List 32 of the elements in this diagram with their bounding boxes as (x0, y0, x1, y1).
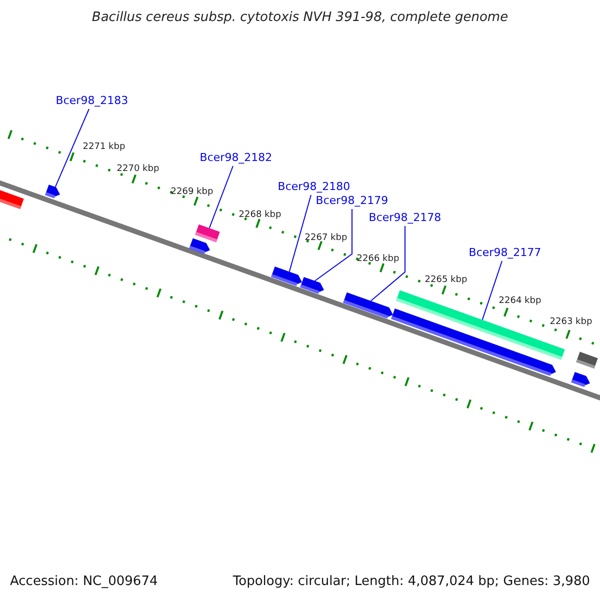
gene-bar (576, 352, 598, 369)
gene-feature (300, 276, 324, 294)
gene-label: Bcer98_2179 (316, 194, 388, 208)
position-label: 2267 kbp (304, 234, 348, 244)
position-label: 2270 kbp (116, 165, 160, 175)
position-label: 2271 kbp (82, 143, 126, 153)
position-label: 2263 kbp (550, 318, 592, 328)
gene-label: Bcer98_2183 (56, 94, 128, 108)
gene-label: Bcer98_2182 (200, 152, 272, 164)
leader-line (482, 260, 502, 320)
gene-label: Bcer98_2177 (468, 246, 542, 260)
position-label: 2264 kbp (498, 297, 542, 307)
gene-feature (271, 266, 302, 286)
position-label: 2265 kbp (424, 276, 468, 286)
gene-feature (571, 372, 590, 388)
gene-label: Bcer98_2178 (368, 212, 442, 224)
leader-line (288, 194, 312, 272)
gene-bar (195, 224, 220, 242)
gene-feature (45, 184, 60, 198)
gene-feature (343, 292, 393, 319)
leader-line (370, 226, 406, 302)
leader-line (54, 108, 90, 188)
position-label: 2268 kbp (238, 211, 282, 221)
topology-text: Topology: circular; Length: 4,087,024 bp; Genes: 3,980 (232, 574, 590, 590)
gene-feature (189, 238, 210, 254)
gene-label: Bcer98_2180 (278, 180, 350, 194)
position-label: 2266 kbp (356, 255, 400, 265)
leader-line (208, 166, 234, 229)
position-label: 2269 kbp (170, 188, 214, 198)
map-title: Bacillus cereus subsp. cytotoxis NVH 391-98, complete genome (92, 10, 508, 26)
leader-line (314, 208, 352, 282)
accession-text: Accession: NC_009674 (10, 574, 158, 590)
